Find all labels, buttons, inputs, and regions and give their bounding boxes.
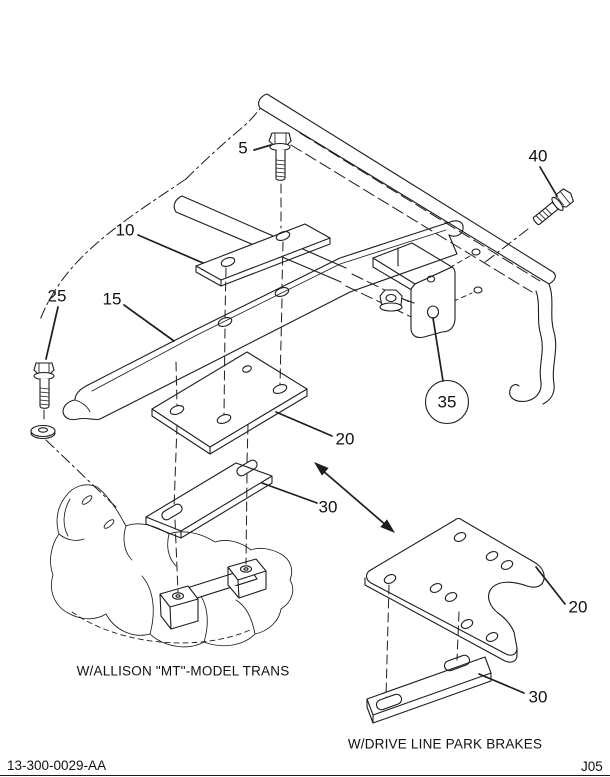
page-code: J05	[581, 759, 603, 774]
washer	[30, 424, 56, 440]
caption-allison-trans: W/ALLISON "MT"-MODEL TRANS	[76, 663, 290, 679]
callout-30-parkbrake[interactable]: 30	[528, 687, 548, 707]
plate-10	[195, 223, 331, 287]
callout-35-highlighted[interactable]: 35	[437, 392, 457, 412]
bolt-5	[268, 132, 292, 181]
callout-25[interactable]: 25	[47, 286, 67, 306]
crossmember-15	[62, 220, 464, 421]
callout-5[interactable]: 5	[238, 138, 248, 158]
callout-40[interactable]: 40	[528, 146, 548, 166]
callout-30-allison[interactable]: 30	[318, 497, 338, 517]
leader-lines	[45, 144, 566, 694]
transmission-sketch	[50, 484, 294, 648]
callout-20-parkbrake[interactable]: 20	[568, 597, 588, 617]
highlight-circle	[424, 379, 470, 425]
callout-20-allison[interactable]: 20	[335, 429, 355, 449]
bracket-35	[372, 242, 456, 339]
mount-plate-20-allison	[151, 351, 308, 455]
spacer-30-parkbrake	[366, 654, 492, 724]
callout-15[interactable]: 15	[102, 289, 122, 309]
bolt-25	[33, 362, 55, 409]
bolt-40	[532, 188, 574, 226]
mount-plate-20-parkbrake	[364, 517, 545, 663]
caption-drive-line-park-brakes: W/DRIVE LINE PARK BRAKES	[347, 736, 543, 752]
spacer-30-allison	[145, 459, 273, 539]
doc-number: 13-300-0029-AA	[7, 758, 107, 773]
centerlines	[43, 183, 529, 698]
bottom-rule	[0, 775, 610, 776]
direction-arrow	[314, 462, 395, 533]
nut	[379, 289, 403, 312]
frame-phantom-outline	[39, 98, 433, 324]
callout-10[interactable]: 10	[115, 220, 135, 240]
frame-rail	[258, 93, 557, 405]
